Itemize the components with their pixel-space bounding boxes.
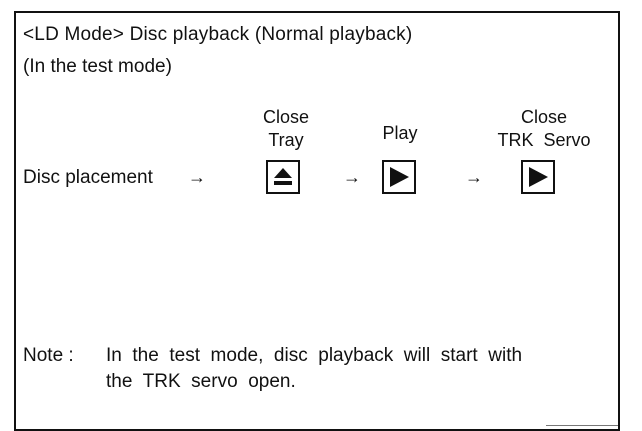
close-trk-servo-key — [521, 160, 555, 194]
close-tray-label-line: Close — [262, 107, 310, 127]
diagram-title: <LD Mode> Disc playback (Normal playback… — [23, 24, 413, 45]
note-text-line: In the test mode, disc playback will sta… — [106, 345, 523, 366]
close-trk-servo-label-line: Close — [520, 107, 568, 127]
note-text-line: the TRK servo open. — [106, 371, 296, 392]
arrow-right-icon: → — [343, 167, 361, 187]
play-icon — [529, 167, 548, 187]
eject-icon — [274, 168, 292, 185]
close-trk-servo-label-line: TRK Servo — [497, 130, 591, 150]
note-label: Note : — [23, 345, 74, 366]
diagram-subtitle: (In the test mode) — [23, 56, 172, 77]
play-label-line: Play — [382, 123, 418, 143]
close-trk-servo-label: Close TRK Servo — [474, 106, 614, 152]
arrow-right-icon: → — [188, 167, 206, 187]
frame-edge-mark — [546, 425, 618, 429]
disc-placement-label: Disc placement — [23, 167, 153, 188]
play-key — [382, 160, 416, 194]
arrow-right-icon: → — [465, 167, 483, 187]
close-tray-label: Close Tray — [248, 106, 324, 152]
close-tray-label-line: Tray — [268, 130, 304, 150]
play-icon — [390, 167, 409, 187]
play-label: Play — [368, 122, 432, 145]
close-tray-key — [266, 160, 300, 194]
